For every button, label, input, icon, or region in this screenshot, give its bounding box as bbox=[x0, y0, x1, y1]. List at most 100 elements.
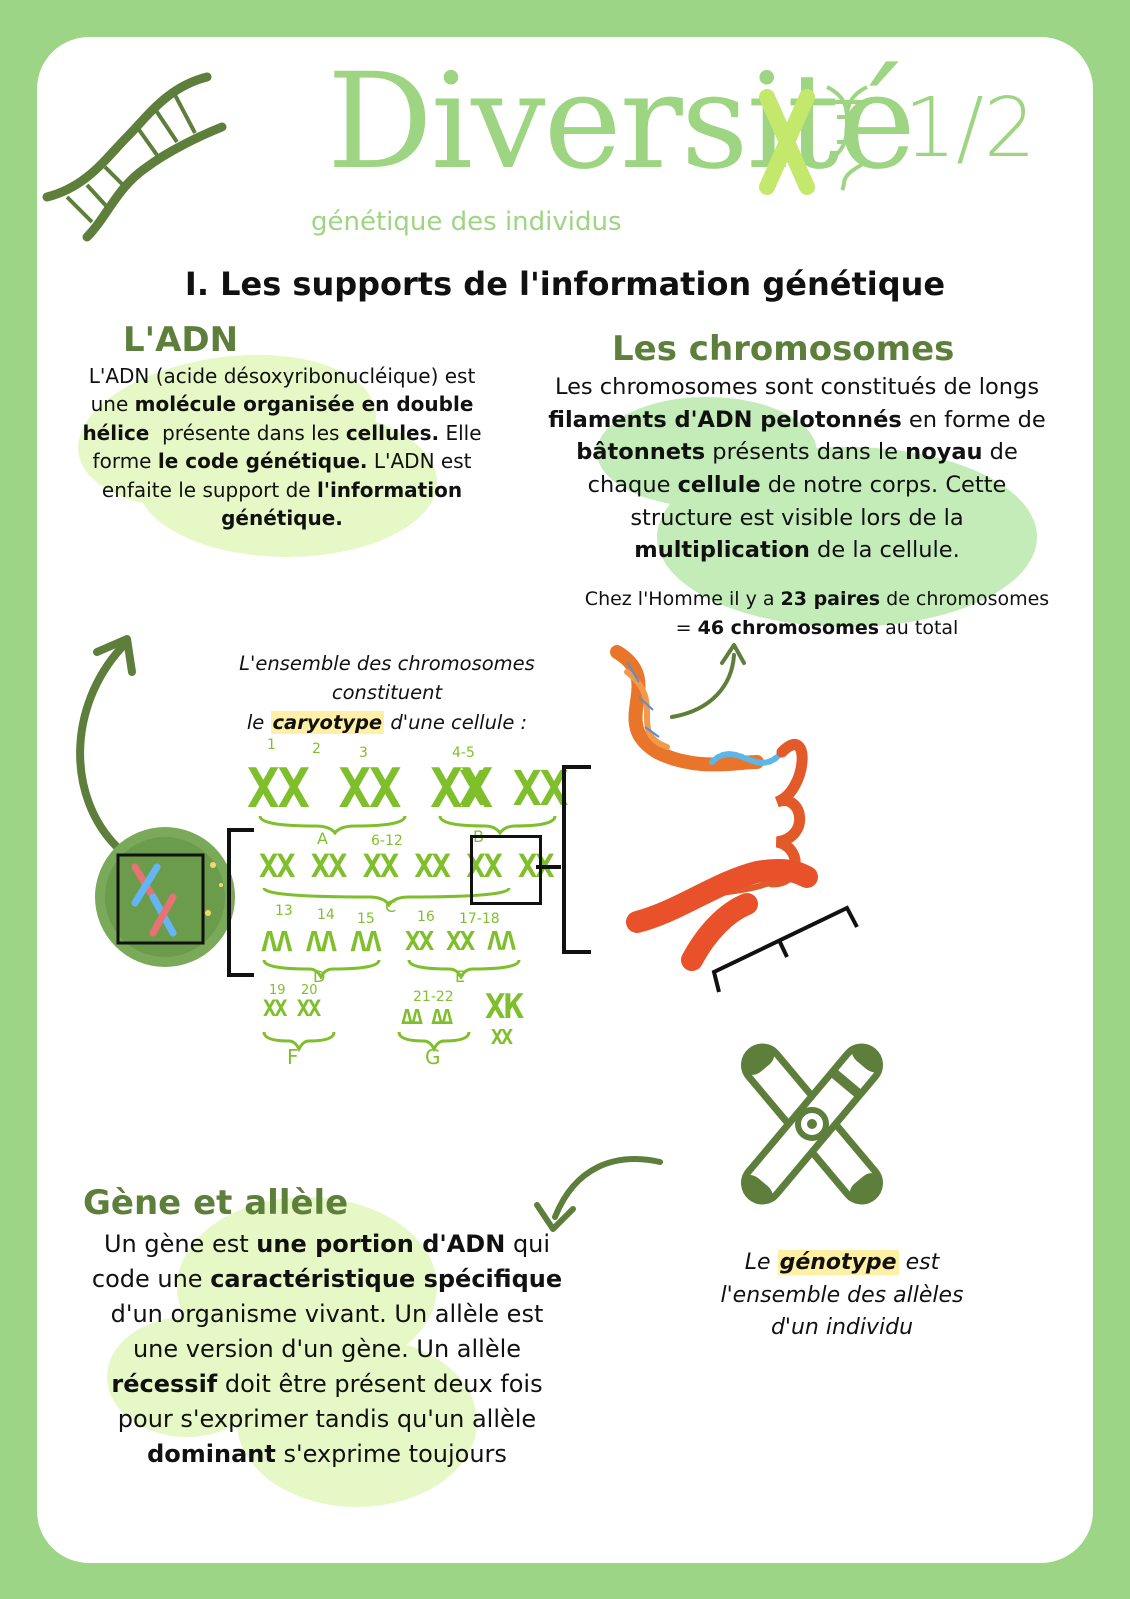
chromo-text: de bbox=[982, 439, 1018, 466]
karyo-row-4: XX XX bbox=[263, 997, 321, 1022]
gene-line-2: code une caractéristique spécifique bbox=[67, 1262, 587, 1297]
adn-bold: hélice bbox=[82, 420, 150, 445]
count-text: au total bbox=[879, 616, 959, 639]
adn-text: L'ADN est bbox=[367, 449, 472, 474]
gene-line-6: pour s'exprimer tandis qu'un allèle bbox=[117, 1405, 537, 1434]
adn-text: forme bbox=[92, 449, 158, 474]
karyo-row-3b: XX XX ΛΛ bbox=[405, 927, 516, 957]
adn-line-2: une molécule organisée en double bbox=[57, 390, 507, 418]
karyo-label-e: E bbox=[455, 967, 466, 986]
page-title: Diversité bbox=[327, 45, 916, 199]
karyo-row-4b: ΔΔ ΔΔ bbox=[401, 1005, 453, 1029]
chromo-bold: filaments d'ADN pelotonnés bbox=[548, 406, 902, 433]
karyo-selection-box bbox=[470, 835, 542, 905]
chromo-line-3: bâtonnets présents dans le noyau de bbox=[527, 436, 1067, 469]
chromo-line-5: structure est visible lors de la bbox=[630, 504, 964, 531]
genotype-highlight: génotype bbox=[777, 1250, 899, 1275]
karyo-num-2: 2 bbox=[312, 741, 321, 757]
karyo-row-1b: XX XX bbox=[432, 761, 568, 817]
gene-bold: dominant bbox=[147, 1440, 276, 1469]
gene-blob-yellow-2 bbox=[237, 1337, 477, 1507]
chromo-line-2: filaments d'ADN pelotonnés en forme de bbox=[527, 404, 1067, 437]
gene-bold: caractéristique spécifique bbox=[210, 1265, 563, 1294]
genotype-line-2: l'ensemble des allèles bbox=[720, 1282, 964, 1308]
chromo-bold: noyau bbox=[905, 439, 983, 466]
karyo-num-14: 14 bbox=[317, 907, 335, 923]
karyo-row-2: XX XX XX XX XX XX bbox=[259, 847, 555, 885]
genotype-caption: Le génotype est l'ensemble des allèles d… bbox=[677, 1247, 1007, 1345]
karyo-num-15: 15 bbox=[357, 911, 375, 927]
gene-line-7: dominant s'exprime toujours bbox=[67, 1437, 587, 1472]
karyo-num-45: 4-5 bbox=[452, 745, 475, 761]
count-line-1: Chez l'Homme il y a 23 paires de chromos… bbox=[537, 585, 1093, 614]
chromosomes-paragraph: Les chromosomes sont constitués de longs… bbox=[527, 371, 1067, 567]
title-chromosome-icon bbox=[759, 89, 815, 195]
count-bold: 23 paires bbox=[780, 588, 881, 610]
arrow-icon-right bbox=[670, 643, 746, 719]
dna-coil-icon bbox=[610, 645, 818, 971]
count-line-2: = 46 chromosomes au total bbox=[537, 614, 1093, 643]
karyo-num-1718: 17-18 bbox=[459, 911, 500, 927]
karyo-label-d: D bbox=[313, 967, 326, 986]
caryotype-text: d'une cellule : bbox=[384, 710, 528, 734]
caryotype-line-3: le caryotype d'une cellule : bbox=[207, 708, 567, 737]
bracket-left bbox=[227, 828, 254, 977]
karyo-label-a: A bbox=[317, 829, 328, 848]
adn-line-6: génétique. bbox=[57, 504, 507, 532]
gene-text: code une bbox=[91, 1265, 211, 1294]
gene-text: s'exprime toujours bbox=[275, 1440, 507, 1469]
gene-text: doit être présent deux fois bbox=[217, 1370, 543, 1399]
caryotype-caption: L'ensemble des chromosomes constituent l… bbox=[207, 649, 567, 737]
adn-line-5: enfaite le support de l'information bbox=[57, 476, 507, 504]
adn-line-3: hélice présente dans les cellules. Elle bbox=[57, 419, 507, 447]
gene-bold: une portion d'ADN bbox=[256, 1230, 506, 1258]
karyo-num-20: 20 bbox=[301, 983, 318, 998]
caryotype-highlight: caryotype bbox=[270, 710, 385, 734]
adn-bold: molécule organisée en double bbox=[134, 392, 474, 417]
karyo-row-1: XX XX XX bbox=[247, 757, 493, 820]
karyo-brace-de bbox=[262, 959, 521, 979]
adn-text: enfaite le support de bbox=[101, 477, 317, 502]
chromo-text: en forme de bbox=[901, 406, 1046, 433]
adn-text: Elle bbox=[439, 420, 482, 445]
adn-text: une bbox=[90, 392, 135, 417]
karyo-sex-x: XK bbox=[485, 987, 524, 1027]
count-text: = bbox=[675, 616, 698, 639]
karyo-row-3: ΛΛ ΛΛ ΛΛ bbox=[261, 925, 382, 958]
chromosome-count: Chez l'Homme il y a 23 paires de chromos… bbox=[537, 585, 1093, 642]
chromo-line-4: chaque cellule de notre corps. Cette bbox=[527, 469, 1067, 502]
adn-bold: l'information bbox=[316, 477, 463, 502]
arrow-icon-left bbox=[76, 635, 136, 851]
adn-paragraph: L'ADN (acide désoxyribonucléique) est un… bbox=[57, 362, 507, 532]
chromo-line-6: multiplication de la cellule. bbox=[527, 534, 1067, 567]
gene-line-1: Un gène est une portion d'ADN qui bbox=[67, 1227, 587, 1262]
karyo-num-3: 3 bbox=[359, 745, 368, 761]
karyo-num-13: 13 bbox=[275, 903, 293, 919]
title-fraction: 1/2 bbox=[904, 81, 1036, 176]
karyo-label-f: F bbox=[287, 1045, 299, 1069]
karyo-num-16: 16 bbox=[417, 909, 435, 925]
adn-heading: L'ADN bbox=[123, 320, 239, 360]
genotype-text: Le bbox=[744, 1250, 778, 1275]
chromo-bold: cellule bbox=[677, 471, 761, 498]
karyo-label-c: C bbox=[385, 897, 397, 916]
gene-bold: récessif bbox=[111, 1370, 218, 1399]
title-dna-icon bbox=[825, 85, 872, 192]
karyo-brace-fg bbox=[262, 1031, 471, 1053]
gene-text: qui bbox=[505, 1230, 551, 1258]
gene-line-4: une version d'un gène. Un allèle bbox=[132, 1335, 522, 1364]
chromosome-icon bbox=[741, 1043, 883, 1205]
section-title: I. Les supports de l'information génétiq… bbox=[184, 265, 946, 303]
karyo-brace-a bbox=[258, 815, 557, 835]
karyo-num-612: 6-12 bbox=[371, 833, 403, 849]
dna-icon bbox=[42, 72, 227, 242]
chromo-text: chaque bbox=[587, 471, 678, 498]
gene-heading: Gène et allèle bbox=[83, 1183, 349, 1223]
adn-line-1: L'ADN (acide désoxyribonucléique) est bbox=[88, 364, 476, 388]
page-card: Diversité 1/2 génétique des individus I.… bbox=[37, 37, 1093, 1563]
cell-icon bbox=[95, 827, 235, 967]
genotype-line-1: Le génotype est bbox=[677, 1247, 1007, 1280]
count-text: de chromosomes bbox=[880, 588, 1050, 610]
gene-paragraph: Un gène est une portion d'ADN qui code u… bbox=[67, 1227, 587, 1472]
adn-bold: génétique. bbox=[221, 505, 343, 530]
